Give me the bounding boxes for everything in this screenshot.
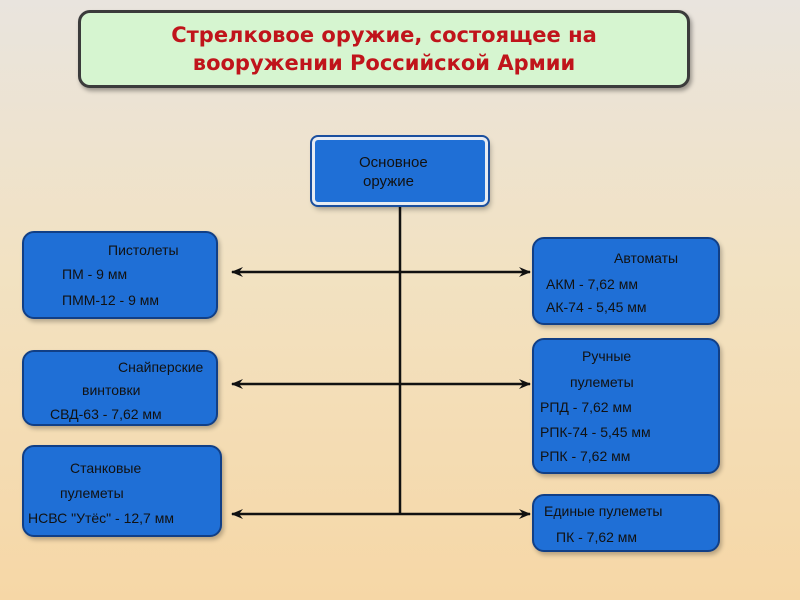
light-mg-heading-2: пулеметы — [570, 374, 634, 390]
pistols-item-2: ПММ-12 - 9 мм — [62, 292, 159, 308]
main-line-1: Основное — [359, 154, 428, 171]
sniper-heading-1: Снайперские — [118, 359, 204, 375]
assault-item-2: АК-74 - 5,45 мм — [546, 299, 647, 315]
mounted-mg-box: Станковые пулеметы НСВС "Утёс" - 12,7 мм — [22, 445, 222, 537]
light-mg-item-1: РПД - 7,62 мм — [540, 399, 632, 415]
mounted-mg-heading-2: пулеметы — [60, 485, 124, 501]
pistols-box: Пистолеты ПМ - 9 мм ПММ-12 - 9 мм — [22, 231, 218, 319]
pistols-item-1: ПМ - 9 мм — [62, 266, 128, 282]
light-mg-item-2: РПК-74 - 5,45 мм — [540, 424, 651, 440]
assault-heading: Автоматы — [614, 250, 679, 266]
general-mg-item-1: ПК - 7,62 мм — [556, 529, 638, 545]
general-mg-box: Единые пулеметы ПК - 7,62 мм — [532, 494, 720, 552]
light-mg-item-3: РПК - 7,62 мм — [540, 448, 631, 464]
title-line-1: Стрелковое оружие, состоящее на — [171, 23, 597, 47]
sniper-heading-2: винтовки — [82, 382, 141, 398]
mounted-mg-heading-1: Станковые — [70, 460, 142, 476]
light-mg-heading-1: Ручные — [582, 348, 632, 364]
sniper-rifles-box: Снайперские винтовки СВД-63 - 7,62 мм — [22, 350, 218, 426]
light-mg-box: Ручные пулеметы РПД - 7,62 мм РПК-74 - 5… — [532, 338, 720, 474]
title-banner: Стрелковое оружие, состоящее на вооружен… — [78, 10, 690, 88]
mounted-mg-item-1: НСВС "Утёс" - 12,7 мм — [28, 510, 174, 526]
sniper-item-1: СВД-63 - 7,62 мм — [50, 406, 162, 422]
title-line-2: вооружении Российской Армии — [192, 51, 576, 75]
assault-rifles-box: Автоматы АКМ - 7,62 мм АК-74 - 5,45 мм — [532, 237, 720, 325]
main-line-2: оружие — [363, 173, 414, 190]
pistols-heading: Пистолеты — [108, 242, 179, 258]
assault-item-1: АКМ - 7,62 мм — [546, 276, 638, 292]
general-mg-heading: Единые пулеметы — [544, 503, 663, 519]
main-weapon-box: Основное оружие — [312, 137, 488, 205]
